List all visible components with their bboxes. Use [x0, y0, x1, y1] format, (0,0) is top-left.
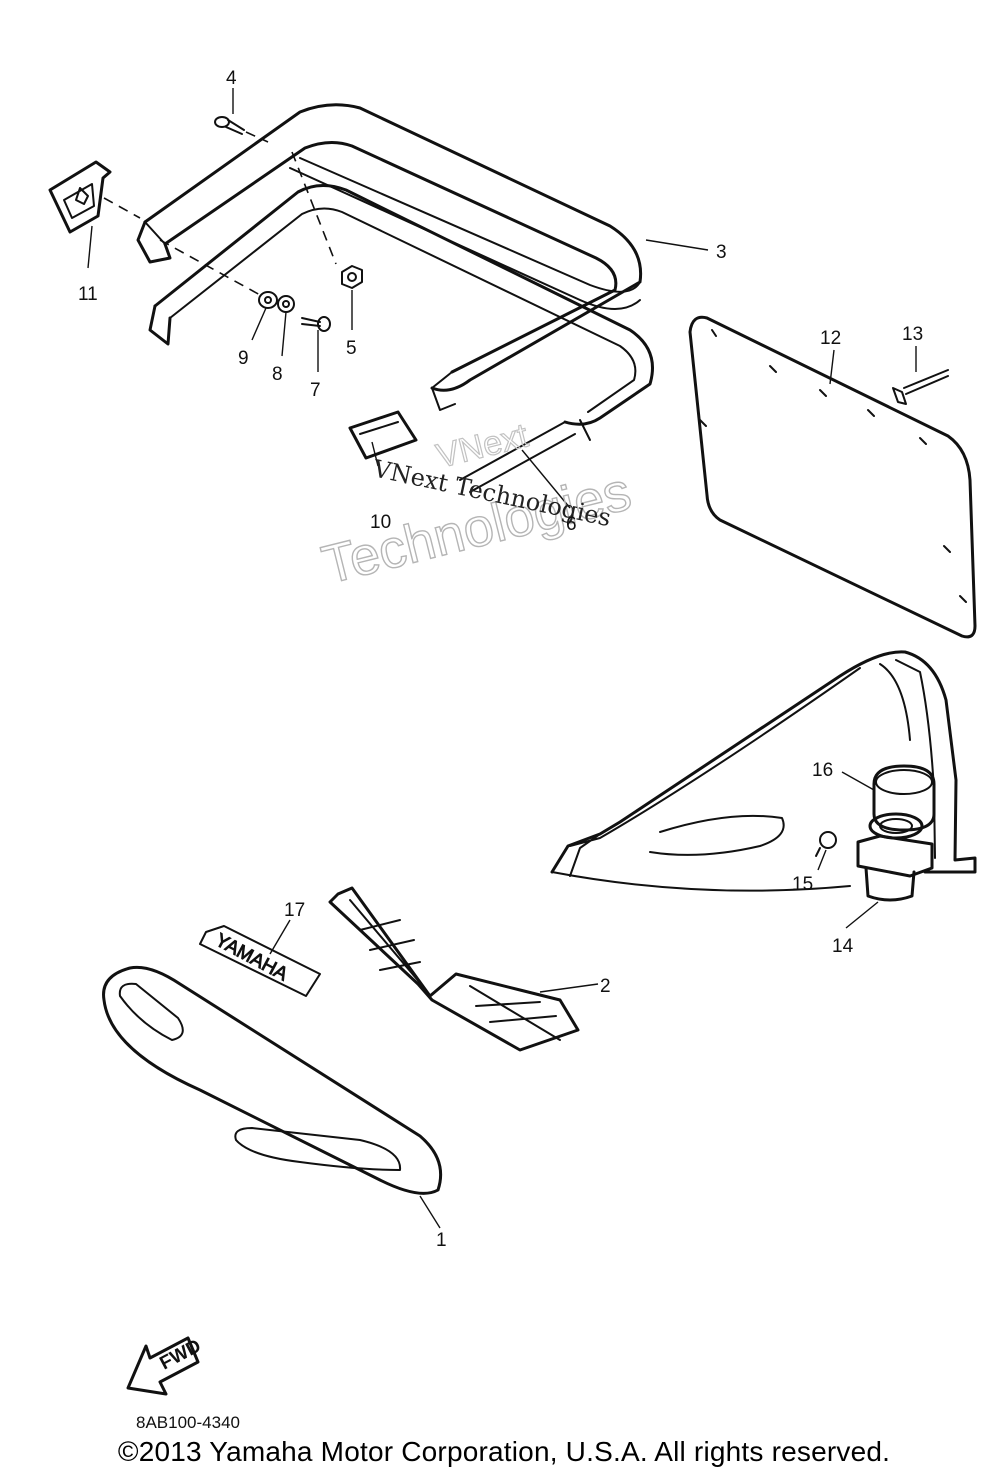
callout-5: 5: [346, 338, 357, 359]
callout-15: 15: [792, 874, 813, 895]
hull-compartment: [550, 650, 977, 892]
part-4-screw: [214, 116, 269, 143]
part-17-decal: YAMAHA: [199, 925, 321, 997]
watermark: VNext Technologies VNext Technologies: [316, 416, 638, 597]
part-13-rivet: [892, 369, 949, 405]
callout-9: 9: [238, 348, 249, 369]
leader-lines: [87, 88, 917, 1229]
callout-16: 16: [812, 760, 833, 781]
callout-labels: 1 2 3 4 5 6 7 8 9 10 11 12 13 14 15 16 1…: [78, 68, 923, 1251]
callout-13: 13: [902, 324, 923, 345]
diagram-code: 8AB100-4340: [136, 1413, 240, 1432]
part-7-bolt: [301, 316, 331, 332]
callout-1: 1: [436, 1230, 447, 1251]
callout-8: 8: [272, 364, 283, 385]
part-14-fitting: [856, 812, 934, 902]
part-16-cap: [872, 764, 936, 832]
part-6-trim: [148, 184, 654, 493]
callout-3: 3: [716, 242, 727, 263]
callout-6: 6: [566, 514, 577, 535]
part-1-cover: [102, 965, 443, 1195]
callout-17: 17: [284, 900, 305, 921]
callout-4: 4: [226, 68, 237, 89]
part-11-bracket: [48, 160, 141, 234]
part-5-nut: [291, 151, 363, 289]
callout-7: 7: [310, 380, 321, 401]
part-10-pad: [348, 410, 418, 460]
callout-2: 2: [600, 976, 611, 997]
part-3-grab-rail: [136, 103, 643, 411]
callout-14: 14: [832, 936, 854, 957]
part-15-clip: [815, 831, 837, 857]
fwd-arrow-icon: FWD: [126, 1336, 205, 1396]
part-9-washer: [258, 291, 278, 309]
callout-11: 11: [78, 284, 98, 305]
part-12-panel: [688, 315, 977, 639]
part-8-washer: [277, 295, 295, 313]
callout-10: 10: [370, 512, 391, 533]
copyright-notice: ©2013 Yamaha Motor Corporation, U.S.A. A…: [117, 1436, 891, 1467]
part-2-vent: [328, 886, 580, 1052]
callout-12: 12: [820, 328, 841, 349]
